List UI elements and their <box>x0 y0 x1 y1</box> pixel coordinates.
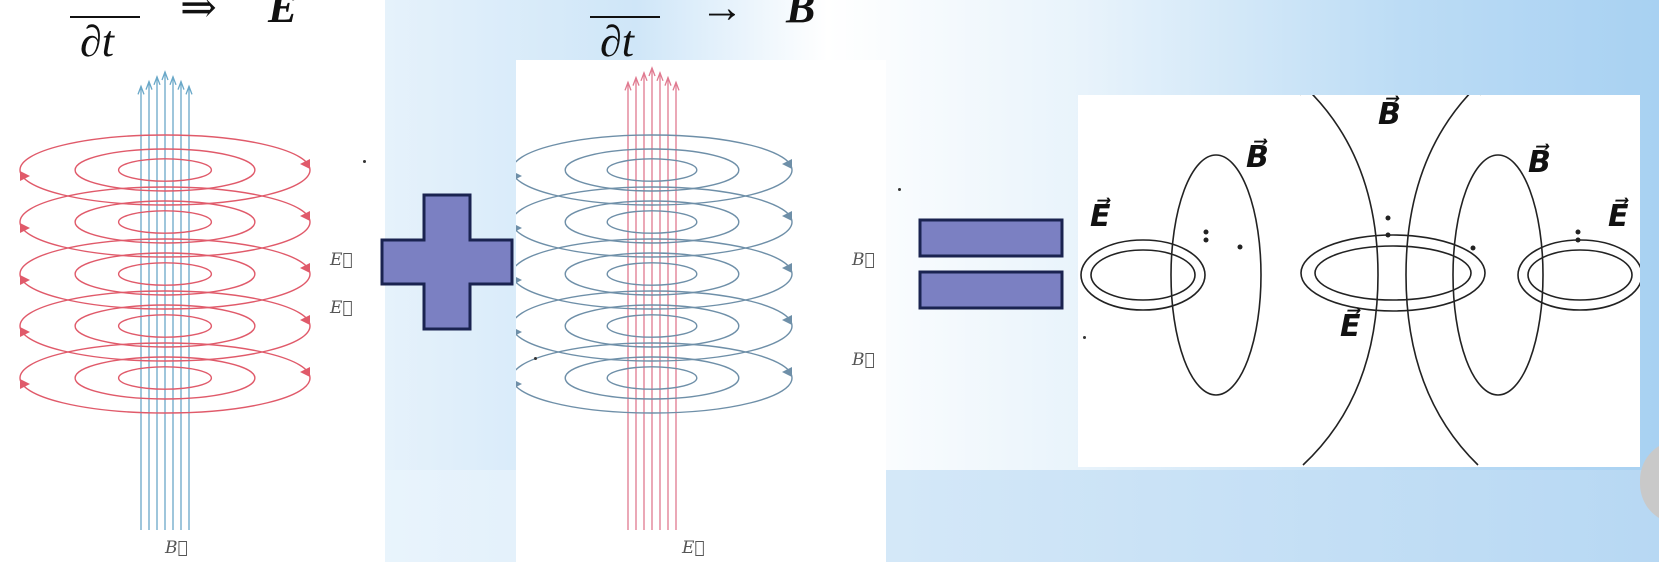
loop-arrow-head <box>20 171 30 181</box>
left-label-e-2: E⃗ <box>330 298 353 318</box>
field-loop <box>117 158 213 182</box>
loop-arrow-head <box>516 381 522 387</box>
middle-diagram-panel: B⃗ B⃗ E⃗ <box>516 60 886 562</box>
field-loop <box>516 342 793 414</box>
field-loop <box>19 290 311 362</box>
field-loop <box>117 366 213 390</box>
axis-arrow-head <box>145 79 153 90</box>
loop-arrow-head <box>300 159 310 169</box>
right-label-e-center: E⃗ <box>1340 309 1361 344</box>
axis-arrow-head <box>161 70 169 81</box>
loop-arrow-head <box>516 277 522 283</box>
loop-arrow-head <box>516 329 522 335</box>
field-loop <box>516 186 793 258</box>
axis-arrow-head <box>640 70 648 82</box>
right-label-b-right: B⃗ <box>1528 145 1551 180</box>
right-label-b-left: B⃗ <box>1246 140 1269 175</box>
left-formula-denominator: ∂t <box>80 17 114 66</box>
loop-arrow-head <box>516 173 522 179</box>
field-loop <box>606 158 698 182</box>
loop-arrow-head <box>300 315 310 325</box>
field-loop <box>117 262 213 286</box>
axis-arrow-head <box>656 70 664 82</box>
loop-arrow-head <box>516 225 522 231</box>
slide-nav-handle[interactable] <box>1640 440 1659 524</box>
left-diagram-panel: E⃗ E⃗ B⃗ <box>0 0 385 562</box>
loop-arrow-head <box>300 263 310 273</box>
middle-formula-denominator: ∂t <box>600 17 634 66</box>
right-field-diagram <box>1080 95 1640 466</box>
loop-arrow-head <box>300 211 310 221</box>
field-loop <box>74 252 256 296</box>
left-fraction-bar <box>70 16 140 18</box>
left-formula-symbol: E <box>268 0 298 32</box>
field-loop <box>606 314 698 338</box>
axis-arrow-head <box>624 80 632 91</box>
right-label-b-top: B⃗ <box>1378 97 1401 132</box>
axis-arrow-head <box>632 75 640 86</box>
right-label-e-right: E⃗ <box>1608 199 1629 234</box>
field-loop <box>19 186 311 258</box>
middle-label-b-2: B⃗ <box>852 350 875 370</box>
axis-arrow-head <box>185 84 193 95</box>
axis-arrow-head <box>169 74 177 86</box>
middle-formula-symbol: B <box>786 0 816 32</box>
middle-label-e-axis: E⃗ <box>682 538 705 558</box>
middle-field-diagram <box>516 66 793 530</box>
equals-icon <box>918 218 1064 310</box>
field-loop <box>117 314 213 338</box>
plus-icon <box>380 193 514 331</box>
field-loop <box>19 134 311 206</box>
field-loop <box>606 210 698 234</box>
stray-dot <box>898 188 901 191</box>
field-loop <box>606 366 698 390</box>
field-loop <box>117 210 213 234</box>
axis-arrow-head <box>672 80 680 91</box>
loop-arrow-head <box>782 367 792 377</box>
loop-arrow-head <box>20 223 30 233</box>
field-loop <box>74 304 256 348</box>
field-loop <box>19 238 311 310</box>
axis-arrow-head <box>137 84 145 95</box>
loop-arrow-head <box>782 211 792 221</box>
field-loop <box>516 238 793 310</box>
field-loop <box>564 252 740 296</box>
field-loop <box>74 356 256 400</box>
stray-dot <box>363 160 366 163</box>
stray-dot <box>534 357 537 360</box>
right-label-e-left: E⃗ <box>1090 199 1111 234</box>
loop-arrow-head <box>782 263 792 273</box>
left-field-diagram <box>19 70 311 530</box>
middle-label-b-1: B⃗ <box>852 250 875 270</box>
stray-dot <box>1083 336 1086 339</box>
field-loop <box>19 342 311 414</box>
axis-arrow-head <box>177 79 185 90</box>
loop-arrow-head <box>300 367 310 377</box>
field-loop <box>516 290 793 362</box>
field-loop <box>516 134 793 206</box>
middle-fraction-bar <box>590 16 660 18</box>
loop-arrow-head <box>782 159 792 169</box>
field-loop <box>564 304 740 348</box>
axis-arrow-head <box>153 74 161 86</box>
axis-arrow-head <box>664 75 672 86</box>
field-loop <box>606 262 698 286</box>
loop-arrow-head <box>20 327 30 337</box>
field-loop <box>564 148 740 192</box>
field-loop <box>564 200 740 244</box>
field-loop <box>74 148 256 192</box>
loop-arrow-head <box>782 315 792 325</box>
middle-formula-arrow: → <box>700 0 744 32</box>
field-loop <box>564 356 740 400</box>
axis-arrow-head <box>648 66 656 77</box>
right-diagram-panel: B⃗ B⃗ B⃗ E⃗ E⃗ E⃗ <box>1078 95 1640 467</box>
left-label-e-1: E⃗ <box>330 250 353 270</box>
loop-arrow-head <box>20 379 30 389</box>
field-loop <box>74 200 256 244</box>
left-label-b-axis: B⃗ <box>165 538 188 558</box>
loop-arrow-head <box>20 275 30 285</box>
left-formula-arrow: ⇒ <box>180 0 217 32</box>
